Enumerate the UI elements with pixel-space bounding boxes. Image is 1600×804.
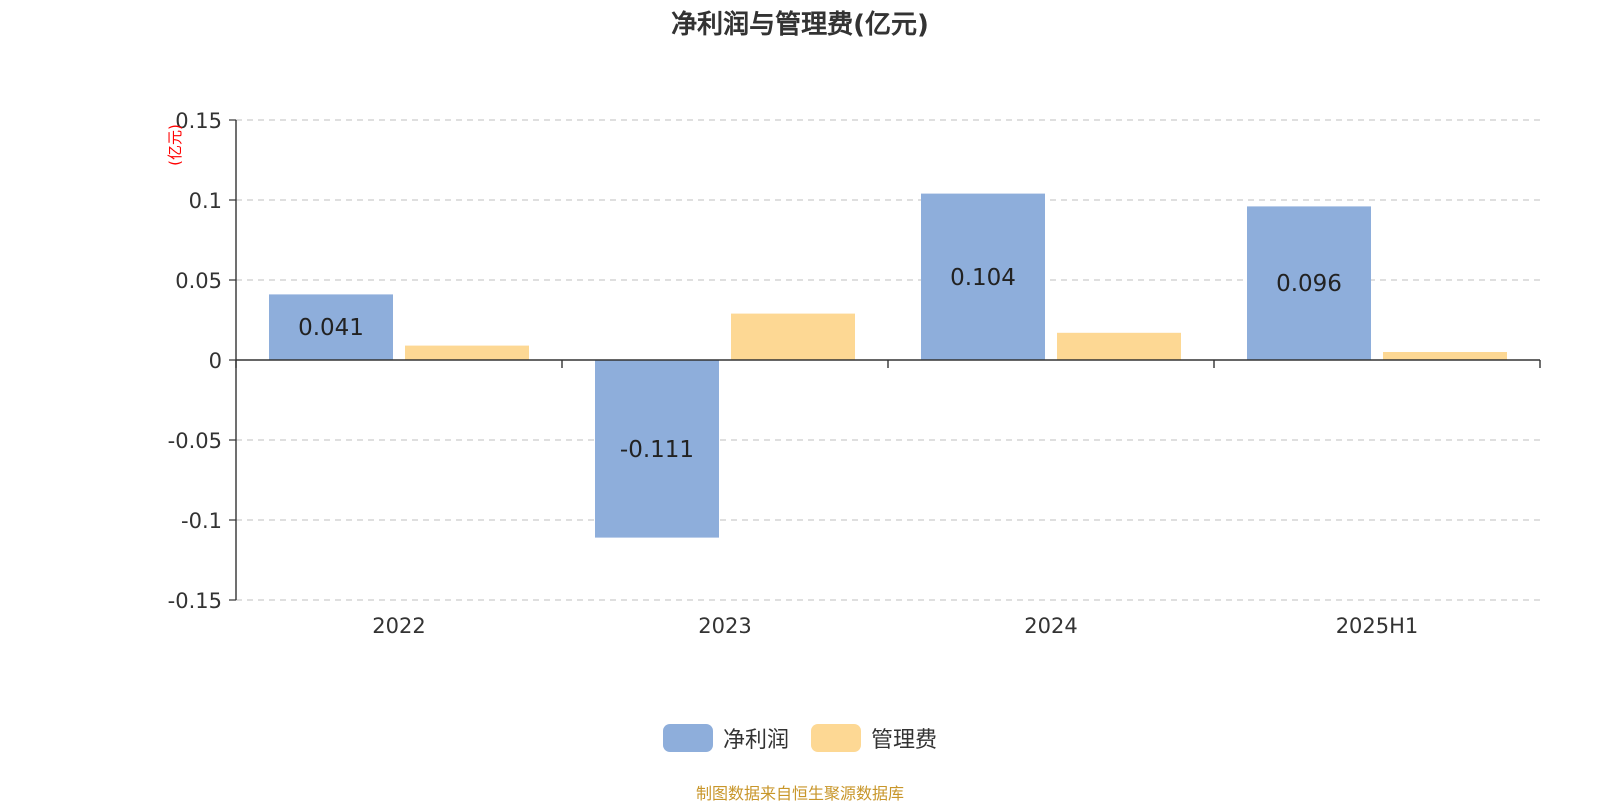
- y-axis-unit-label: (亿元): [166, 124, 184, 166]
- bar-net-profit: [269, 294, 393, 360]
- bar-net-profit: [921, 193, 1045, 360]
- legend-item-net-profit[interactable]: 净利润: [662, 722, 789, 754]
- y-tick-label: 0.1: [189, 189, 222, 213]
- legend-item-admin-expense[interactable]: 管理费: [811, 722, 937, 754]
- x-tick-label: 2022: [372, 614, 425, 638]
- legend-swatch-admin-expense: [811, 724, 861, 752]
- bar-net-profit: [1247, 206, 1371, 360]
- bar-admin-expense: [1383, 352, 1507, 360]
- x-tick-label: 2024: [1024, 614, 1077, 638]
- bar-value-label: 0.104: [950, 265, 1016, 291]
- bar-net-profit: [595, 360, 719, 538]
- bar-value-label: 0.041: [298, 315, 364, 341]
- legend: 净利润 管理费: [0, 722, 1600, 754]
- bar-admin-expense: [731, 313, 855, 360]
- y-tick-label: 0.05: [175, 269, 222, 293]
- bar-value-label: -0.111: [620, 437, 694, 463]
- bar-admin-expense: [405, 345, 529, 360]
- y-tick-label: 0: [209, 349, 222, 373]
- x-tick-label: 2023: [698, 614, 751, 638]
- y-tick-label: 0.15: [175, 109, 222, 133]
- chart-title: 净利润与管理费(亿元): [671, 10, 929, 40]
- source-note: 制图数据来自恒生聚源数据库: [695, 784, 904, 803]
- legend-label-net-profit: 净利润: [722, 728, 789, 753]
- legend-swatch-net-profit: [662, 724, 713, 752]
- y-tick-label: -0.1: [181, 509, 222, 533]
- bar-value-label: 0.096: [1276, 271, 1342, 297]
- y-tick-label: -0.05: [168, 429, 222, 453]
- legend-label-admin-expense: 管理费: [871, 728, 938, 753]
- x-tick-label: 2025H1: [1336, 614, 1419, 638]
- bar-admin-expense: [1057, 332, 1181, 360]
- y-tick-label: -0.15: [168, 589, 222, 613]
